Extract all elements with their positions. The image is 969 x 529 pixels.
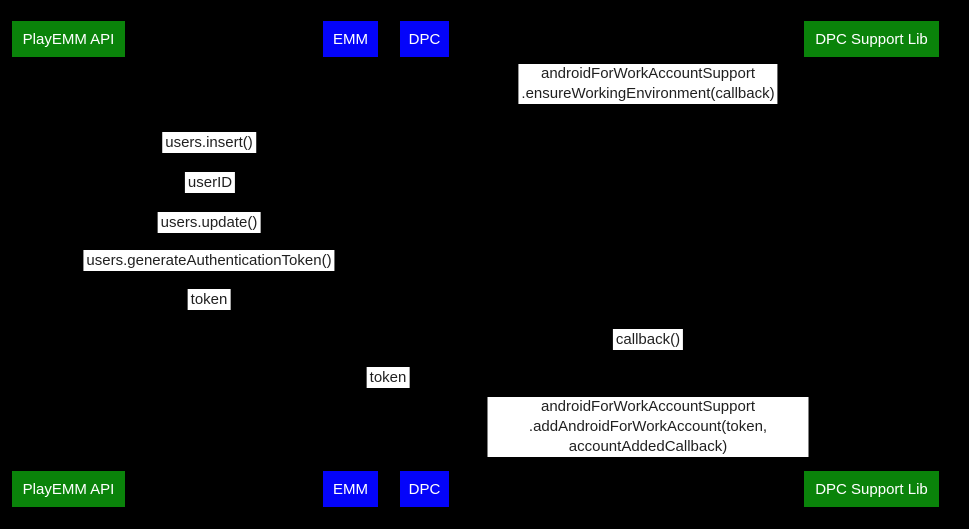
message-users-generate-authentication-token: users.generateAuthenticationToken() (83, 250, 335, 271)
message-add-android-for-work-account: androidForWorkAccountSupport .addAndroid… (487, 397, 809, 457)
message-users-update: users.update() (157, 212, 261, 233)
message-ensure-working-environment: androidForWorkAccountSupport .ensureWork… (518, 64, 778, 104)
message-token-to-emm: token (187, 289, 231, 310)
participant-dpc-support-lib-top: DPC Support Lib (804, 21, 939, 57)
participant-dpc-bottom: DPC (400, 471, 449, 507)
message-token-to-dpc: token (366, 367, 410, 388)
participant-dpc-support-lib-bottom: DPC Support Lib (804, 471, 939, 507)
message-users-insert: users.insert() (162, 132, 256, 153)
participant-dpc-top: DPC (400, 21, 449, 57)
message-callback: callback() (612, 329, 684, 350)
participant-emm-bottom: EMM (323, 471, 378, 507)
participant-emm-top: EMM (323, 21, 378, 57)
message-user-id: userID (184, 172, 236, 193)
participant-playemm-api-bottom: PlayEMM API (12, 471, 125, 507)
participant-playemm-api-top: PlayEMM API (12, 21, 125, 57)
